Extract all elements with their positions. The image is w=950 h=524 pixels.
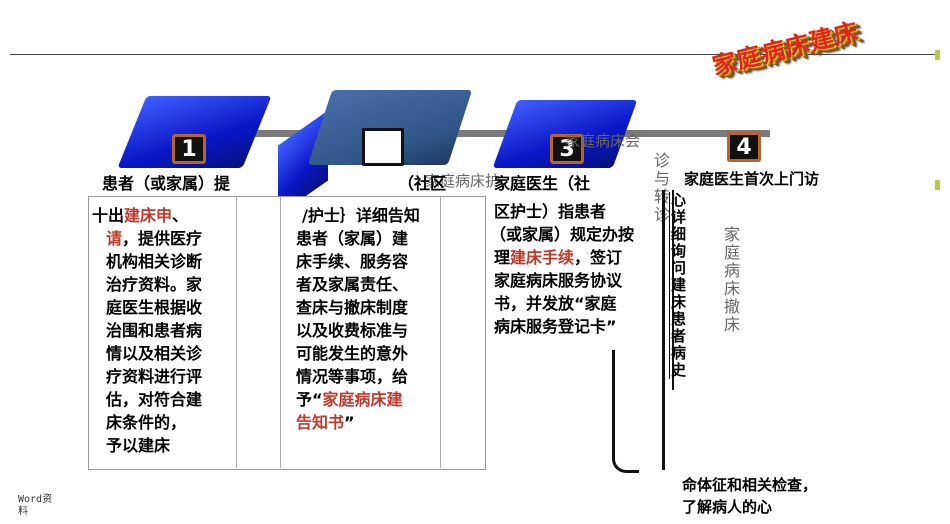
col1-line: 治疗资料。家 <box>106 275 203 294</box>
col1-line: 庭医生根据收 <box>106 298 203 317</box>
column-divider <box>440 196 441 468</box>
col1-line: 予以建床 <box>106 436 171 455</box>
col1-line: 情以及相关诊 <box>106 344 203 363</box>
side-marker <box>935 50 940 60</box>
col2-line: 告知书” <box>296 413 355 432</box>
col1-line: 估，对符合建 <box>106 390 203 409</box>
col3-line: 家庭病床服务协议 <box>494 271 623 290</box>
step3-overlay-text: 家庭病床会 <box>565 132 641 150</box>
bracket-line <box>672 190 674 390</box>
col2-line: /护士｝详细告知 <box>302 206 420 225</box>
col4-bottom-text: 命体征和相关检查， 了解病人的心 <box>682 474 817 518</box>
col3-text: 区护士）指患者 （或家属）规定办按 理建床手续，签订 家庭病床服务协议 书，并发… <box>490 200 664 338</box>
step-1-icon: 1 <box>172 134 206 164</box>
step2-overlay-text: 家庭病床护 <box>425 172 501 190</box>
col1-line: 治围和患者病 <box>106 321 203 340</box>
col1-line: 疗资料进行评 <box>106 367 203 386</box>
col2-line: 患者（家属）建 <box>296 229 409 248</box>
col4-vertical-text: 心详细询问建床患者病史 <box>669 192 687 379</box>
col2-line: 予“家庭病床建 <box>296 390 403 409</box>
col2-text: /护士｝详细告知 患者（家属）建 床手续、服务容 者及家属责任、 查床与撤床制度… <box>296 204 446 434</box>
column-divider <box>236 196 237 468</box>
col2-line: 情况等事项，给 <box>296 367 409 386</box>
col2-line: 者及家属责任、 <box>296 275 409 294</box>
col3-line: 书，并发放“家庭 <box>494 294 617 313</box>
side-marker <box>935 180 940 190</box>
step-2-icon <box>362 128 404 166</box>
col2-line: 以及收费标准与 <box>296 321 409 340</box>
col3-line: 病床服务登记卡” <box>494 317 617 336</box>
step2-heading: （社区 <box>398 174 447 193</box>
col3-line: （或家属）规定办按 <box>490 225 635 244</box>
footer-label: Word资料 <box>18 494 53 517</box>
step3-side-text: 诊与转诊 <box>651 152 670 224</box>
col1-line: 十出建床申、 <box>92 206 189 225</box>
step1-heading: 患者（或家属）提 <box>102 174 231 193</box>
bracket-line <box>612 350 639 473</box>
step-4-icon: 4 <box>727 132 761 162</box>
bracket-line <box>662 190 665 470</box>
col2-line: 可能发生的意外 <box>296 344 409 363</box>
col1-line: 请，提供医疗 <box>106 229 203 248</box>
col2-line: 查床与撤床制度 <box>296 298 409 317</box>
col4-bottom-line: 命体征和相关检查， <box>682 476 818 494</box>
col2-line: 床手续、服务容 <box>296 252 409 271</box>
col1-line: 机构相关诊断 <box>106 252 203 271</box>
step-3-icon: 3 <box>550 134 584 164</box>
col1-line: 床条件的， <box>106 413 187 432</box>
content-box <box>88 196 486 470</box>
col4-bottom-line: 了解病人的心 <box>682 498 773 516</box>
top-divider <box>10 54 940 55</box>
step4-heading: 家庭医生首次上门访 <box>684 170 820 188</box>
col1-text: 十出建床申、 请，提供医疗 机构相关诊断 治疗资料。家 庭医生根据收 治围和患者… <box>92 204 242 457</box>
col4-vertical-gray: 家庭病床撤床 <box>721 226 740 334</box>
title-badge: 家庭病床建床 <box>709 16 862 81</box>
col3-line: 理建床手续，签订 <box>494 248 623 267</box>
column-divider <box>280 196 281 468</box>
col3-line: 区护士）指患者 <box>494 202 607 221</box>
step3-heading: 家庭医生（社 <box>494 174 591 193</box>
